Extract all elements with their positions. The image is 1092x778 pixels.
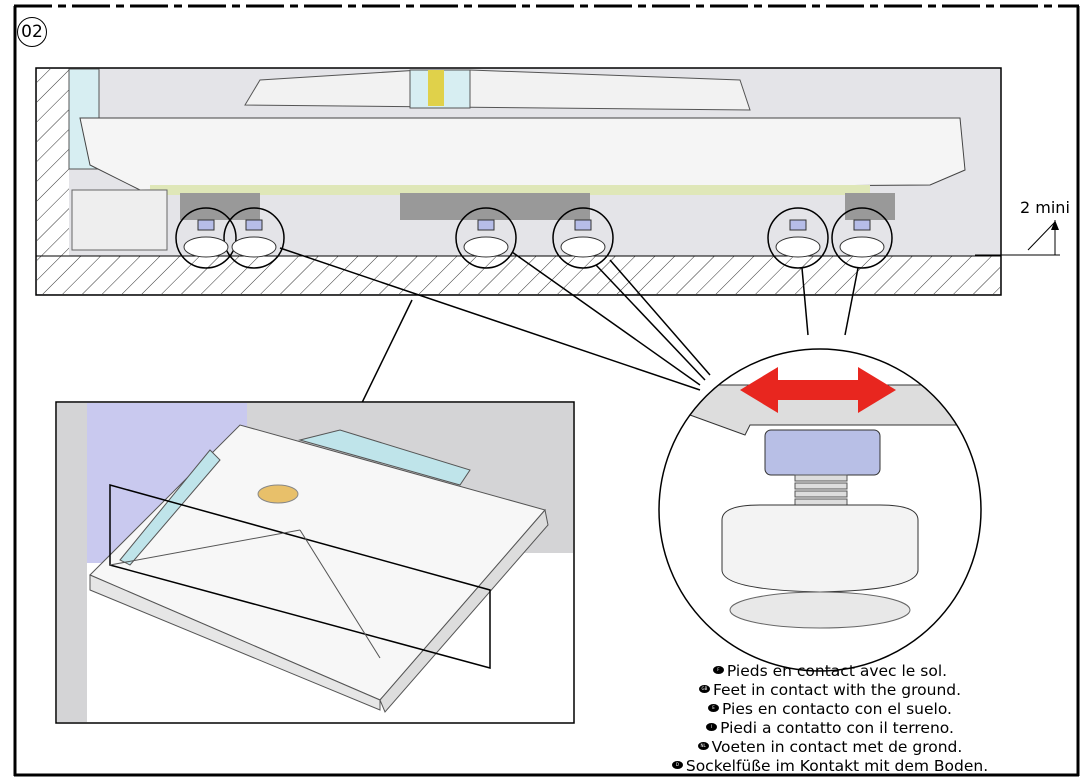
flag-icon-nl: NL	[697, 742, 709, 750]
dimension-label: 2 mini	[1020, 198, 1070, 217]
flag-icon-it: I	[706, 723, 718, 731]
foot-detail-magnifier	[658, 348, 982, 672]
leader-lines	[279, 247, 859, 531]
double-arrow-icon	[740, 367, 896, 413]
cross-section-view	[35, 67, 1060, 296]
step-number: 02	[17, 17, 47, 47]
flag-icon-gb: GB	[698, 685, 710, 693]
flag-icon-es: E	[708, 704, 720, 712]
flag-icon-de: D	[671, 761, 683, 769]
perspective-view	[55, 401, 575, 724]
flag-icon-fr: F	[712, 666, 724, 674]
